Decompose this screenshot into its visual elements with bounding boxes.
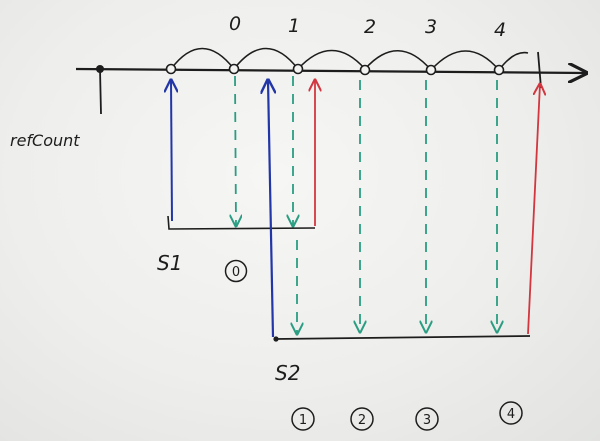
- svg-text:1: 1: [299, 413, 307, 428]
- event-circle-5: [425, 64, 437, 76]
- s2-scope-bracket: [274, 335, 531, 340]
- scope-label-s1: S1: [157, 251, 182, 275]
- event-circle-1: [165, 63, 177, 75]
- event-circle-2: [228, 63, 240, 75]
- tick-label-2: 2: [364, 16, 376, 38]
- svg-text:3: 3: [423, 413, 431, 428]
- timeline-arc-4: [364, 49, 432, 71]
- timeline-arc-3: [297, 49, 366, 70]
- s1-scope-bracket: [167, 215, 316, 230]
- svg-text:2: 2: [358, 413, 366, 428]
- refcount-tick: [99, 68, 102, 115]
- timeline-axis: [75, 69, 586, 73]
- event-circle-4: [359, 64, 371, 76]
- s2-blue-arrow: [268, 80, 273, 338]
- timeline-arc-1: [170, 47, 235, 70]
- refcount-label: refCount: [10, 131, 80, 150]
- circled-step-s2-1: 1: [291, 407, 315, 431]
- circled-step-s1-0: 0: [224, 259, 248, 283]
- tick-label-0: 0: [229, 13, 241, 35]
- s1-green-dashed-0: [235, 75, 236, 226]
- circled-step-s2-2: 2: [350, 407, 374, 431]
- circled-step-s2-3: 3: [415, 407, 439, 431]
- event-circle-3: [292, 63, 304, 75]
- tick-label-4: 4: [494, 19, 506, 41]
- scope-label-s2: S2: [275, 361, 300, 385]
- s2-start-dot: [273, 336, 279, 342]
- s1-blue-arrow: [171, 80, 172, 222]
- circled-step-s2-4: 4: [499, 401, 523, 425]
- timeline-arc-2: [233, 47, 299, 70]
- event-circle-6: [493, 64, 505, 76]
- tick-label-3: 3: [425, 16, 437, 38]
- timeline-arc-5: [430, 50, 500, 71]
- tick-label-1: 1: [288, 15, 300, 37]
- s2-red-arrow: [527, 84, 540, 335]
- svg-text:0: 0: [232, 265, 240, 280]
- svg-text:4: 4: [507, 407, 515, 422]
- timeline-end-tick: [537, 51, 542, 89]
